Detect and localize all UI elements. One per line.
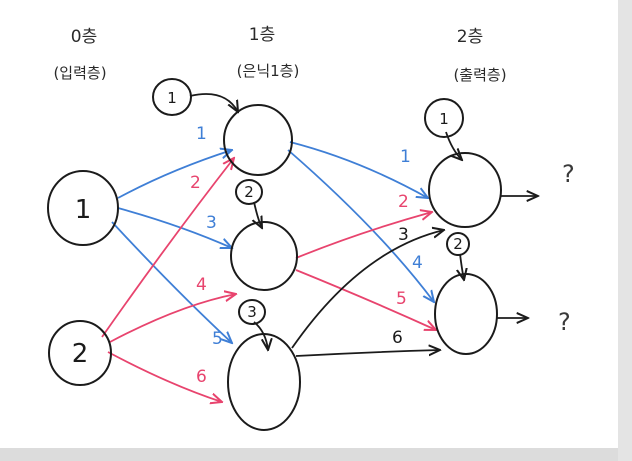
weight-in1-h2: 3 [206,213,217,233]
input-node-1: 1 [47,170,119,246]
edge-in2-h1 [101,158,234,338]
bias-node-h1-label: 1 [167,89,177,107]
weight-in2-h1: 2 [190,173,201,193]
bias-arrow-o1 [445,131,462,160]
edge-in1-h1 [117,150,232,199]
output-unknown-1: ? [562,160,575,188]
weight-in1-h3: 5 [212,329,223,349]
weight-in2-h2: 4 [196,275,207,295]
bias-arrow-h1 [189,93,238,112]
edge-in1-h2 [117,207,232,248]
edge-h3-o2 [295,350,440,357]
board-frame-bottom [0,448,632,461]
weight-in1-h1: 1 [196,124,207,144]
layer2-title: 2층 [457,27,483,47]
edge-in2-h2 [109,294,236,343]
weight-h1-o2: 4 [412,253,423,273]
edge-h1-o1 [289,141,428,198]
weight-h1-o1: 1 [400,147,411,167]
layer1-subtitle: (은닉1층) [237,62,300,80]
output-node-1 [428,152,502,228]
edge-h2-o2 [295,269,436,330]
layer1-title: 1층 [249,25,275,45]
bias-node-o2-label: 2 [453,235,463,253]
bias-arrow-h2 [254,201,262,228]
input-node-1-label: 1 [75,195,92,225]
bias-node-h3-label: 3 [247,303,257,321]
edge-in2-h3 [107,351,222,402]
hidden-node-3 [227,333,301,431]
layer0-title: 0층 [71,27,97,47]
output-unknown-2: ? [558,308,571,336]
output-node-2 [434,273,498,355]
bias-arrow-o2 [460,253,464,280]
bias-node-h2-label: 2 [244,183,254,201]
board-frame-right [618,0,632,461]
edge-h2-o1 [295,212,432,259]
bias-node-o1-label: 1 [439,110,449,128]
weight-in2-h3: 6 [196,367,207,387]
bias-node-h2: 2 [235,179,263,205]
edge-in1-h3 [111,221,232,343]
weight-h3-o1: 3 [398,225,409,245]
edge-h3-o1 [291,230,444,349]
hidden-node-1 [223,104,293,176]
bias-node-o2: 2 [446,232,470,256]
hidden-node-2 [230,221,298,291]
bias-node-h1: 1 [152,78,192,116]
layer2-subtitle: (출력층) [453,66,506,84]
bias-node-o1: 1 [424,98,464,138]
weight-h2-o2: 5 [396,289,407,309]
input-node-2: 2 [48,320,112,386]
weight-h3-o2: 6 [392,328,403,348]
edge-h1-o2 [287,149,434,302]
layer0-subtitle: (입력층) [53,64,106,82]
bias-node-h3: 3 [238,299,266,325]
weight-h2-o1: 2 [398,192,409,212]
input-node-2-label: 2 [72,339,89,369]
